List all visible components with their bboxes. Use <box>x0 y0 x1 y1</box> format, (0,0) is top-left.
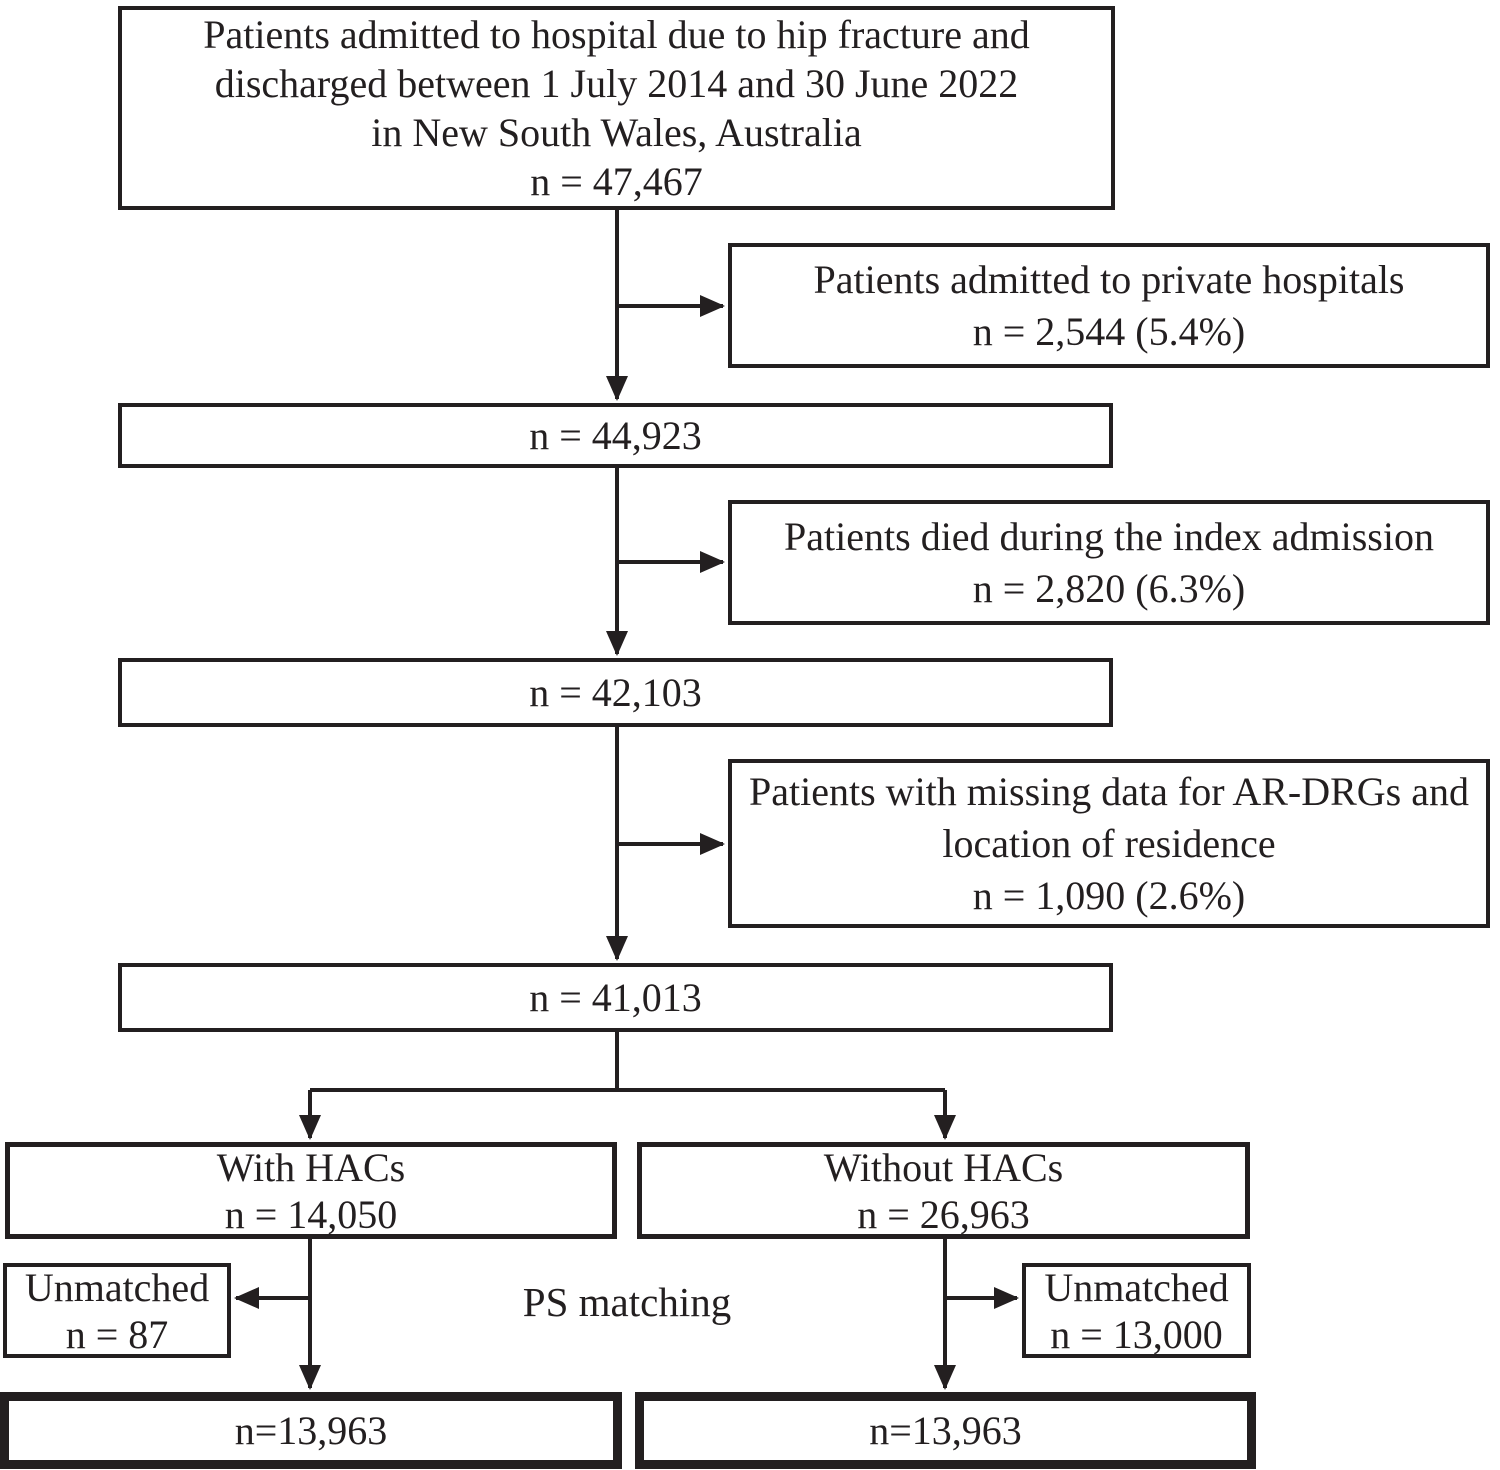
text-line: n = 1,090 (2.6%) <box>972 872 1246 918</box>
box-unmatched-with-hacs: Unmatched n = 87 <box>3 1263 231 1358</box>
text-line: Unmatched <box>1044 1264 1229 1310</box>
ps-matching-label: PS matching <box>522 1279 732 1325</box>
box-matched-with-hacs: n=13,963 <box>0 1392 622 1469</box>
box-without-hacs: Without HACs n = 26,963 <box>637 1142 1250 1239</box>
text-line: n = 47,467 <box>530 159 703 204</box>
text-line: n = 41,013 <box>529 975 702 1020</box>
text-line: n = 44,923 <box>529 413 702 458</box>
text-line: n = 42,103 <box>529 670 702 715</box>
box-unmatched-without-hacs: Unmatched n = 13,000 <box>1022 1263 1251 1358</box>
box-n-44923: n = 44,923 <box>118 403 1113 468</box>
box-matched-without-hacs: n=13,963 <box>635 1392 1256 1469</box>
box-excluded-missing-data: Patients with missing data for AR-DRGs a… <box>728 759 1490 928</box>
text-line: n = 14,050 <box>224 1191 398 1237</box>
box-with-hacs: With HACs n = 14,050 <box>5 1142 617 1239</box>
text-line: n = 2,820 (6.3%) <box>972 565 1246 611</box>
box-excluded-died-index-admission: Patients died during the index admission… <box>728 500 1490 625</box>
text-line: Patients admitted to hospital due to hip… <box>203 12 1030 57</box>
text-line: With HACs <box>216 1144 406 1190</box>
text-line: Patients died during the index admission <box>784 513 1434 559</box>
text-line: Patients with missing data for AR-DRGs a… <box>749 768 1469 814</box>
box-n-41013: n = 41,013 <box>118 963 1113 1032</box>
text-line: Unmatched <box>24 1264 210 1310</box>
box-excluded-private-hospitals: Patients admitted to private hospitals n… <box>728 243 1490 368</box>
text-line: Without HACs <box>823 1144 1064 1190</box>
text-line: n=13,963 <box>234 1408 388 1453</box>
text-line: n = 2,544 (5.4%) <box>972 308 1246 354</box>
text-line: n = 13,000 <box>1050 1311 1223 1357</box>
text-line: n=13,963 <box>869 1408 1022 1453</box>
text-line: in New South Wales, Australia <box>371 110 862 155</box>
text-line: Patients admitted to private hospitals <box>813 256 1405 302</box>
box-initial-cohort: Patients admitted to hospital due to hip… <box>118 6 1115 210</box>
text-line: n = 26,963 <box>857 1191 1030 1237</box>
box-n-42103: n = 42,103 <box>118 658 1113 727</box>
text-line: n = 87 <box>65 1311 169 1357</box>
text-line: location of residence <box>942 820 1276 866</box>
text-line: discharged between 1 July 2014 and 30 Ju… <box>214 61 1019 106</box>
